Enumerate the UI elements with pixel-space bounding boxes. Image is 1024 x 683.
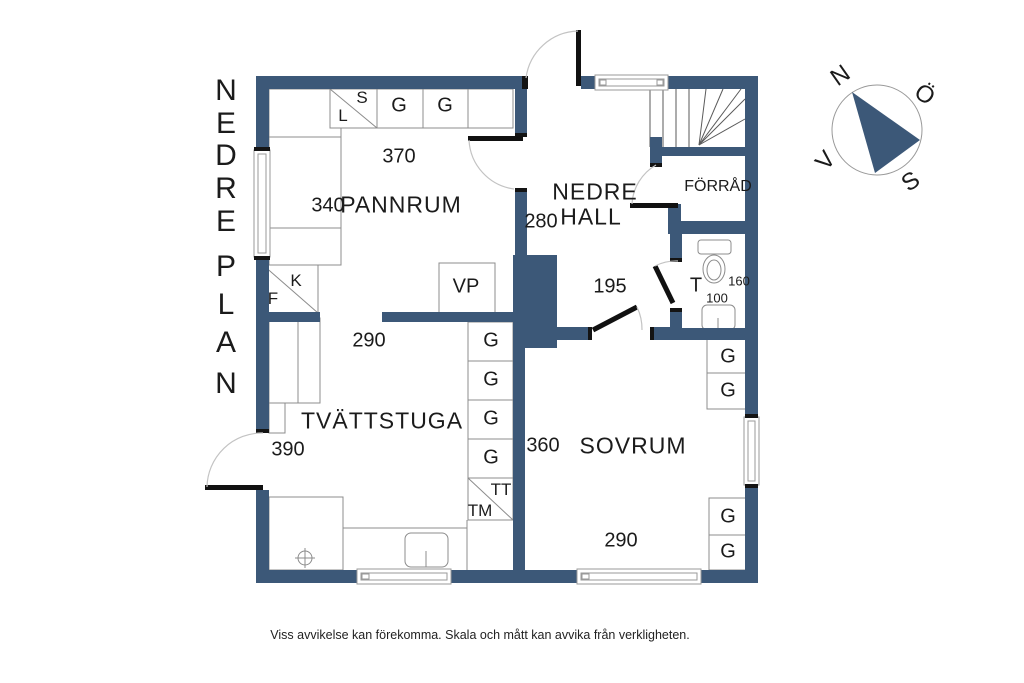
pannrum-cabinet-row xyxy=(329,88,514,129)
cabinet-s-label: S xyxy=(356,88,368,107)
pannrum-height-label: 340 xyxy=(311,194,345,217)
laundry-closet-3: G xyxy=(483,407,499,430)
forrad-name: FÖRRÅD xyxy=(684,178,752,195)
plan-title-letter: E xyxy=(215,205,237,238)
forrad-door xyxy=(630,164,678,208)
laundry-counter xyxy=(343,520,468,570)
laundry-closet-4: G xyxy=(483,446,499,469)
sovrum-closet-top-2: G xyxy=(720,379,736,402)
sovrum-closet-bottom-2: G xyxy=(720,540,736,563)
shower-area xyxy=(268,496,344,571)
compass-rose xyxy=(831,84,923,176)
window-left xyxy=(253,147,271,260)
staircase xyxy=(649,88,746,147)
plan-title-letter: A xyxy=(215,326,237,359)
toilet-dim-a: 160 xyxy=(728,273,750,289)
laundry-closet-column xyxy=(467,321,514,521)
tvattstuga-height-label: 390 xyxy=(271,438,305,461)
tvattstuga-width-label: 290 xyxy=(352,329,386,352)
tvattstuga-name: TVÄTTSTUGA xyxy=(300,407,464,434)
laundry-bench xyxy=(268,317,321,434)
hall-passage-label: 195 xyxy=(593,275,627,298)
toilet-fixture xyxy=(697,239,732,284)
hall-name-line2: HALL xyxy=(560,203,622,230)
chimney-block xyxy=(513,255,557,348)
pannrum-counter xyxy=(268,88,342,266)
plan-title-letter: E xyxy=(215,107,237,140)
pannrum-door xyxy=(468,136,523,190)
sovrum-width-label: 290 xyxy=(604,529,638,552)
sovrum-door xyxy=(591,304,643,333)
plan-title-letter: N xyxy=(215,367,237,400)
sovrum-height-label: 360 xyxy=(526,434,560,457)
window-bottom-right xyxy=(576,568,702,585)
window-right xyxy=(743,414,760,488)
toilet-sink xyxy=(701,304,736,331)
cabinet-g1-label: G xyxy=(391,94,407,117)
plan-title-letter: P xyxy=(215,250,237,283)
toilet-dim-b: 100 xyxy=(706,290,728,306)
sovrum-name: SOVRUM xyxy=(579,432,687,459)
sovrum-closet-top-1: G xyxy=(720,345,736,368)
windows xyxy=(253,74,760,585)
window-bottom-left xyxy=(356,568,452,585)
plan-title-letter: R xyxy=(215,172,237,205)
washer-label: TM xyxy=(467,501,493,520)
dryer-label: TT xyxy=(490,480,512,499)
compass-needle xyxy=(852,92,920,173)
sovrum-closet-bottom-1: G xyxy=(720,505,736,528)
window-top xyxy=(594,74,669,91)
laundry-closet-1: G xyxy=(483,329,499,352)
pannrum-name: PANNRUM xyxy=(340,191,462,218)
laundry-closet-2: G xyxy=(483,368,499,391)
heating-unit-label: VP xyxy=(452,275,480,298)
cabinet-g2-label: G xyxy=(437,94,453,117)
entry-door xyxy=(525,30,581,86)
cabinet-l-label: L xyxy=(338,106,348,125)
plan-title-letter: L xyxy=(217,288,235,321)
sovrum-closets-bottom xyxy=(708,497,747,571)
plan-title-letter: D xyxy=(215,139,237,172)
hall-width-label: 280 xyxy=(524,210,558,233)
freezer-label: F xyxy=(267,289,279,308)
toilet-label: T xyxy=(689,274,703,297)
fridge-label: K xyxy=(290,271,302,290)
compass-circle xyxy=(831,84,923,176)
plan-title-letter: N xyxy=(215,74,237,107)
doors xyxy=(205,30,679,490)
heating-unit-box xyxy=(438,262,496,314)
disclaimer-text: Viss avvikelse kan förekomma. Skala och … xyxy=(270,628,690,642)
pannrum-width-label: 370 xyxy=(382,145,416,168)
interior-walls xyxy=(256,89,758,578)
hall-name-line1: NEDRE xyxy=(552,178,638,205)
exterior-door xyxy=(205,432,264,490)
toilet-door xyxy=(652,260,679,305)
